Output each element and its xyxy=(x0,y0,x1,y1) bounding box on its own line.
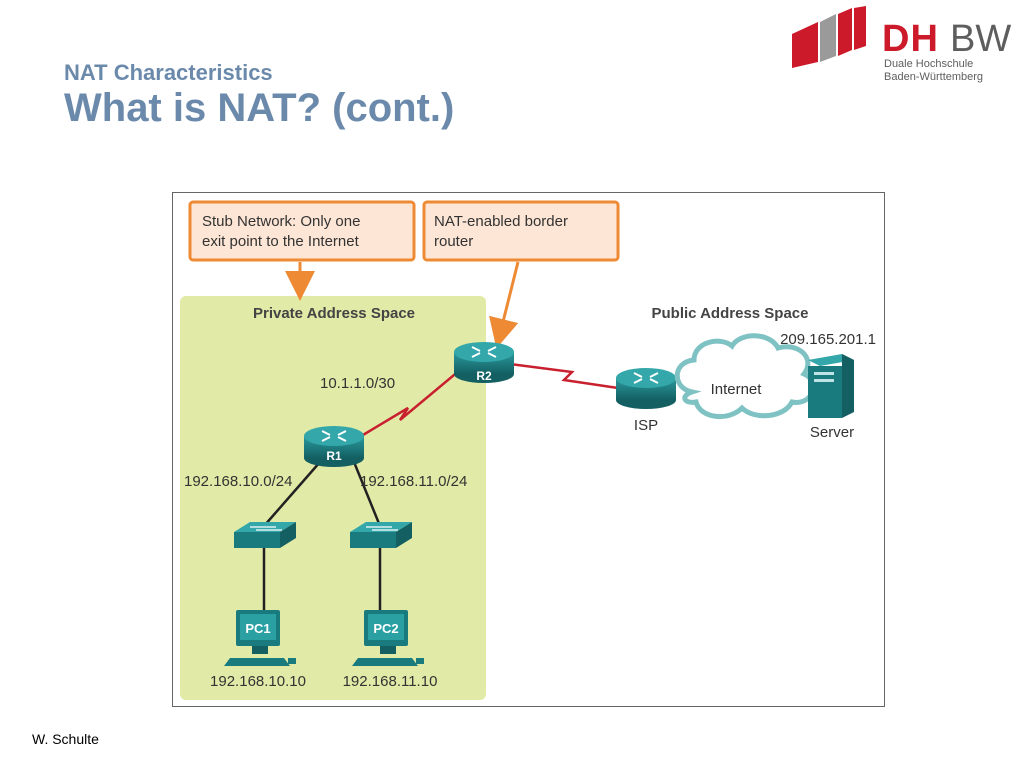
router-r2 xyxy=(454,342,514,383)
dhbw-logo: DH BW Duale Hochschule Baden-Württemberg xyxy=(790,6,1012,86)
page-title: What is NAT? (cont.) xyxy=(64,86,455,130)
pc1-label: PC1 xyxy=(245,621,270,636)
isp-label: ISP xyxy=(634,417,658,434)
public-zone-label: Public Address Space xyxy=(651,305,808,322)
stub-callout-line1: Stub Network: Only one xyxy=(202,213,360,230)
private-zone xyxy=(180,296,486,700)
server-ip: 209.165.201.1 xyxy=(780,331,876,348)
private-zone-label: Private Address Space xyxy=(253,305,415,322)
nat-diagram: Private Address Space Public Address Spa… xyxy=(172,192,885,707)
switch-right-icon xyxy=(350,522,412,548)
lan-left-label: 192.168.10.0/24 xyxy=(184,473,292,490)
r2-isp-serial-link xyxy=(509,362,619,390)
pc2-label: PC2 xyxy=(373,621,398,636)
stub-callout-line2: exit point to the Internet xyxy=(202,233,360,250)
pc1-ip: 192.168.10.10 xyxy=(210,673,306,690)
server-icon xyxy=(808,354,854,418)
nat-callout-arrow xyxy=(489,261,520,349)
nat-router-callout: NAT-enabled border router xyxy=(422,200,620,262)
pc2-icon xyxy=(352,610,424,666)
switch-left-icon xyxy=(234,522,296,548)
nat-callout-line2: router xyxy=(434,233,473,250)
internet-cloud-icon xyxy=(674,333,816,420)
logo-brand-left: DH xyxy=(882,18,939,60)
logo-mark-icon xyxy=(792,6,866,68)
r2-label: R2 xyxy=(476,369,492,383)
router-r1 xyxy=(304,426,364,467)
lan-right-label: 192.168.11.0/24 xyxy=(360,473,467,490)
logo-line2: Baden-Württemberg xyxy=(884,71,984,83)
r1-switch2-link xyxy=(352,461,382,527)
r1-r2-link-label: 10.1.1.0/30 xyxy=(320,375,395,392)
r1-r2-serial-link xyxy=(357,369,461,440)
server-label: Server xyxy=(810,424,854,441)
cloud-label: Internet xyxy=(711,381,763,398)
router-isp xyxy=(616,368,676,409)
stub-network-callout: Stub Network: Only one exit point to the… xyxy=(188,200,416,262)
logo-line1: Duale Hochschule xyxy=(884,58,974,70)
logo-brand-right: BW xyxy=(950,18,1012,60)
pc1-icon xyxy=(224,610,296,666)
footer-author: W. Schulte xyxy=(32,731,99,747)
r1-label: R1 xyxy=(326,449,342,463)
nat-callout-line1: NAT-enabled border xyxy=(434,213,568,230)
subtitle: NAT Characteristics xyxy=(64,60,273,85)
pc2-ip: 192.168.11.10 xyxy=(343,673,438,690)
r1-switch1-link xyxy=(263,461,321,527)
